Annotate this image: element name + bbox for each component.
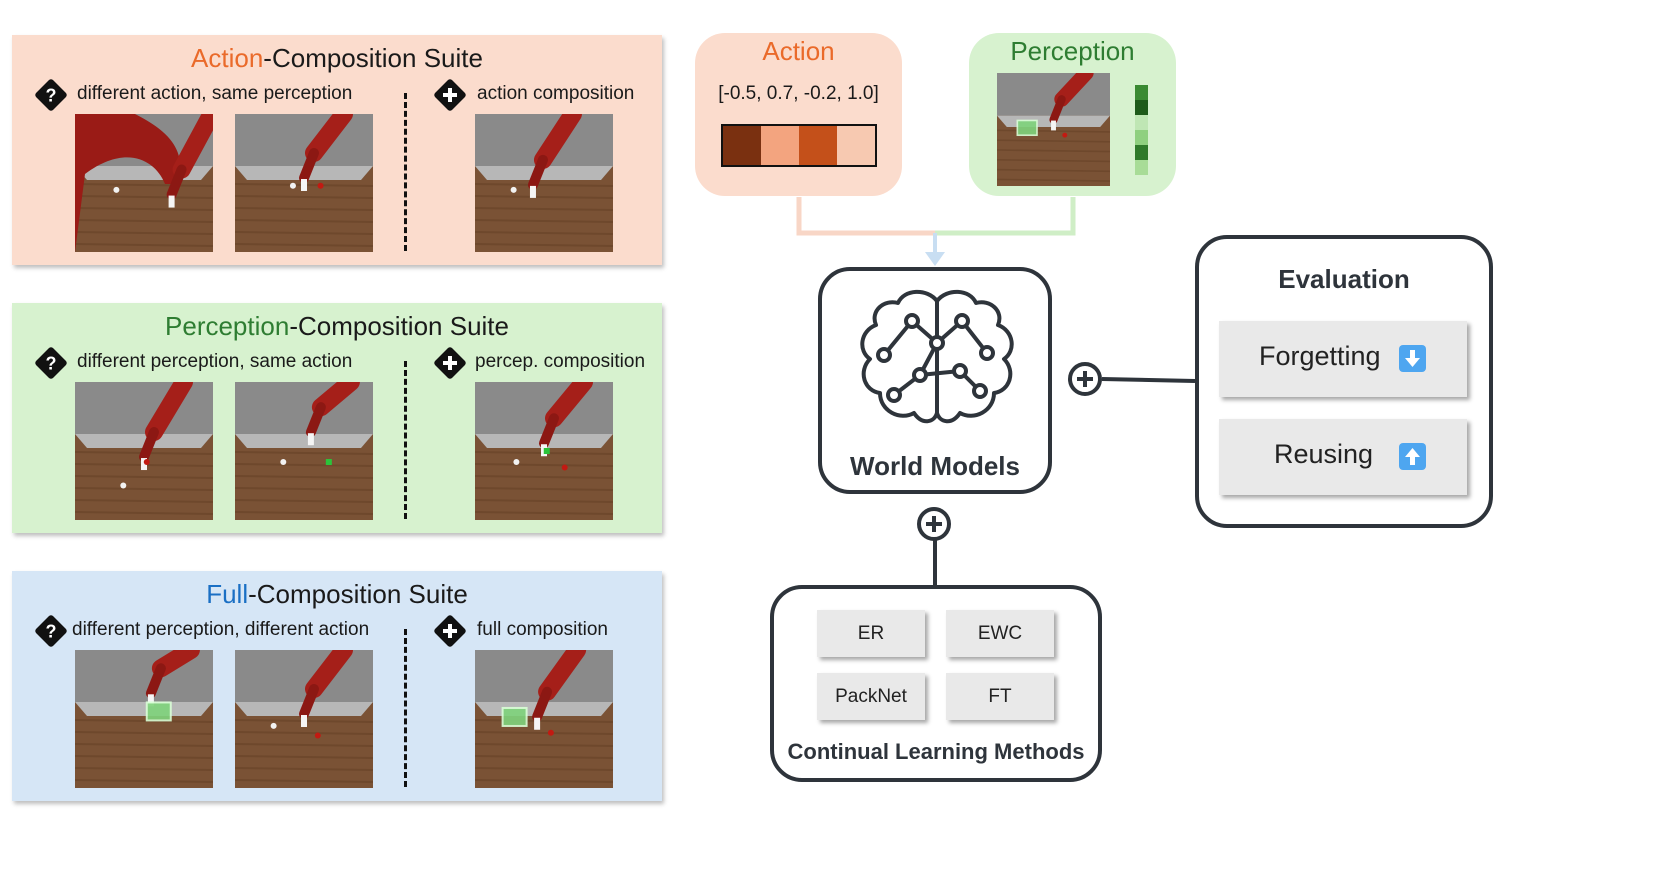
- perception-scene-image: [997, 73, 1110, 186]
- action-bar-cell: [761, 126, 799, 165]
- plus-diamond-icon: [434, 615, 466, 647]
- suite-title-highlight: Action: [191, 43, 264, 73]
- question-diamond-icon: ?: [35, 79, 67, 111]
- suite-panel: Perception-Composition Suite? different p…: [12, 303, 662, 533]
- suite-title: Perception-Composition Suite: [12, 311, 662, 342]
- suite-title: Full-Composition Suite: [12, 579, 662, 610]
- perception-box-title: Perception: [1010, 36, 1135, 66]
- brain-network-icon: [860, 289, 1014, 424]
- suite-left-label: different perception, same action: [77, 351, 353, 372]
- suite-right-label: action composition: [477, 83, 635, 104]
- continual-learning-title: Continual Learning Methods: [787, 739, 1085, 764]
- dashed-divider: [404, 629, 407, 787]
- robot-scene-image: [475, 114, 613, 252]
- perception-bar-cell: [1135, 145, 1148, 160]
- arrow-up-icon: [1399, 443, 1426, 470]
- method-ewc: EWC: [946, 610, 1054, 657]
- plus-diamond-icon: [434, 347, 466, 379]
- plus-diamond-icon: [434, 79, 466, 111]
- suite-panel: Full-Composition Suite? different percept…: [12, 571, 662, 801]
- suite-left-label: different action, same perception: [77, 83, 353, 104]
- suite-right-label: percep. composition: [475, 351, 646, 372]
- world-models-box: World Models: [818, 267, 1052, 494]
- action-box-title: Action: [762, 36, 835, 66]
- suite-left-label: different perception, different action: [72, 619, 370, 640]
- robot-scene-image: [235, 650, 373, 788]
- robot-scene-image: [235, 382, 373, 520]
- question-diamond-icon: ?: [35, 615, 67, 647]
- arrow-down-icon: [1399, 345, 1426, 372]
- perception-box: Perception: [969, 33, 1176, 196]
- suite-title-rest: -Composition Suite: [263, 43, 483, 73]
- world-models-label: World Models: [850, 451, 1020, 481]
- evaluation-box: Evaluation Forgetting Reusing: [1195, 235, 1493, 528]
- suite-panel: Action-Composition Suite? different actio…: [12, 35, 662, 265]
- svg-text:?: ?: [46, 354, 57, 374]
- dashed-divider: [404, 93, 407, 251]
- perception-bar-cell: [1135, 85, 1148, 100]
- plus-circle-icon-evaluation: [1068, 362, 1102, 396]
- action-bar-cell: [799, 126, 837, 165]
- suite-right-label: full composition: [477, 619, 608, 640]
- action-box: Action [-0.5, 0.7, -0.2, 1.0]: [695, 33, 902, 196]
- forgetting-label: Forgetting: [1259, 341, 1381, 371]
- suite-title-highlight: Perception: [165, 311, 290, 341]
- suite-title-rest: -Composition Suite: [289, 311, 509, 341]
- action-vector-bar: [721, 124, 877, 167]
- action-bar-cell: [837, 126, 875, 165]
- dashed-divider: [404, 361, 407, 519]
- perception-bar-cell: [1135, 130, 1148, 145]
- robot-scene-image: [475, 382, 613, 520]
- forgetting-metric: Forgetting: [1219, 321, 1467, 397]
- perception-bar-cell: [1135, 115, 1148, 130]
- perception-bar-cell: [1135, 160, 1148, 175]
- method-ft: FT: [946, 673, 1054, 720]
- robot-scene-image: [235, 114, 373, 252]
- method-er: ER: [817, 610, 925, 657]
- suite-title: Action-Composition Suite: [12, 43, 662, 74]
- robot-scene-image: [75, 114, 213, 252]
- action-bar-cell: [723, 126, 761, 165]
- robot-scene-image: [75, 650, 213, 788]
- method-packnet: PackNet: [817, 673, 925, 720]
- svg-text:?: ?: [46, 622, 57, 642]
- action-vector-text: [-0.5, 0.7, -0.2, 1.0]: [718, 83, 879, 104]
- reusing-label: Reusing: [1274, 439, 1374, 469]
- robot-scene-image: [475, 650, 613, 788]
- suite-title-rest: -Composition Suite: [248, 579, 468, 609]
- svg-text:?: ?: [46, 86, 57, 106]
- question-diamond-icon: ?: [35, 347, 67, 379]
- plus-circle-icon-continual: [917, 507, 951, 541]
- perception-bar-cell: [1135, 100, 1148, 115]
- evaluation-title: Evaluation: [1278, 264, 1410, 294]
- reusing-metric: Reusing: [1219, 419, 1467, 495]
- suite-title-highlight: Full: [206, 579, 249, 609]
- continual-learning-box: ER EWC PackNet FT Continual Learning Met…: [770, 585, 1102, 782]
- robot-scene-image: [75, 382, 213, 520]
- perception-feature-bar: [1135, 85, 1148, 175]
